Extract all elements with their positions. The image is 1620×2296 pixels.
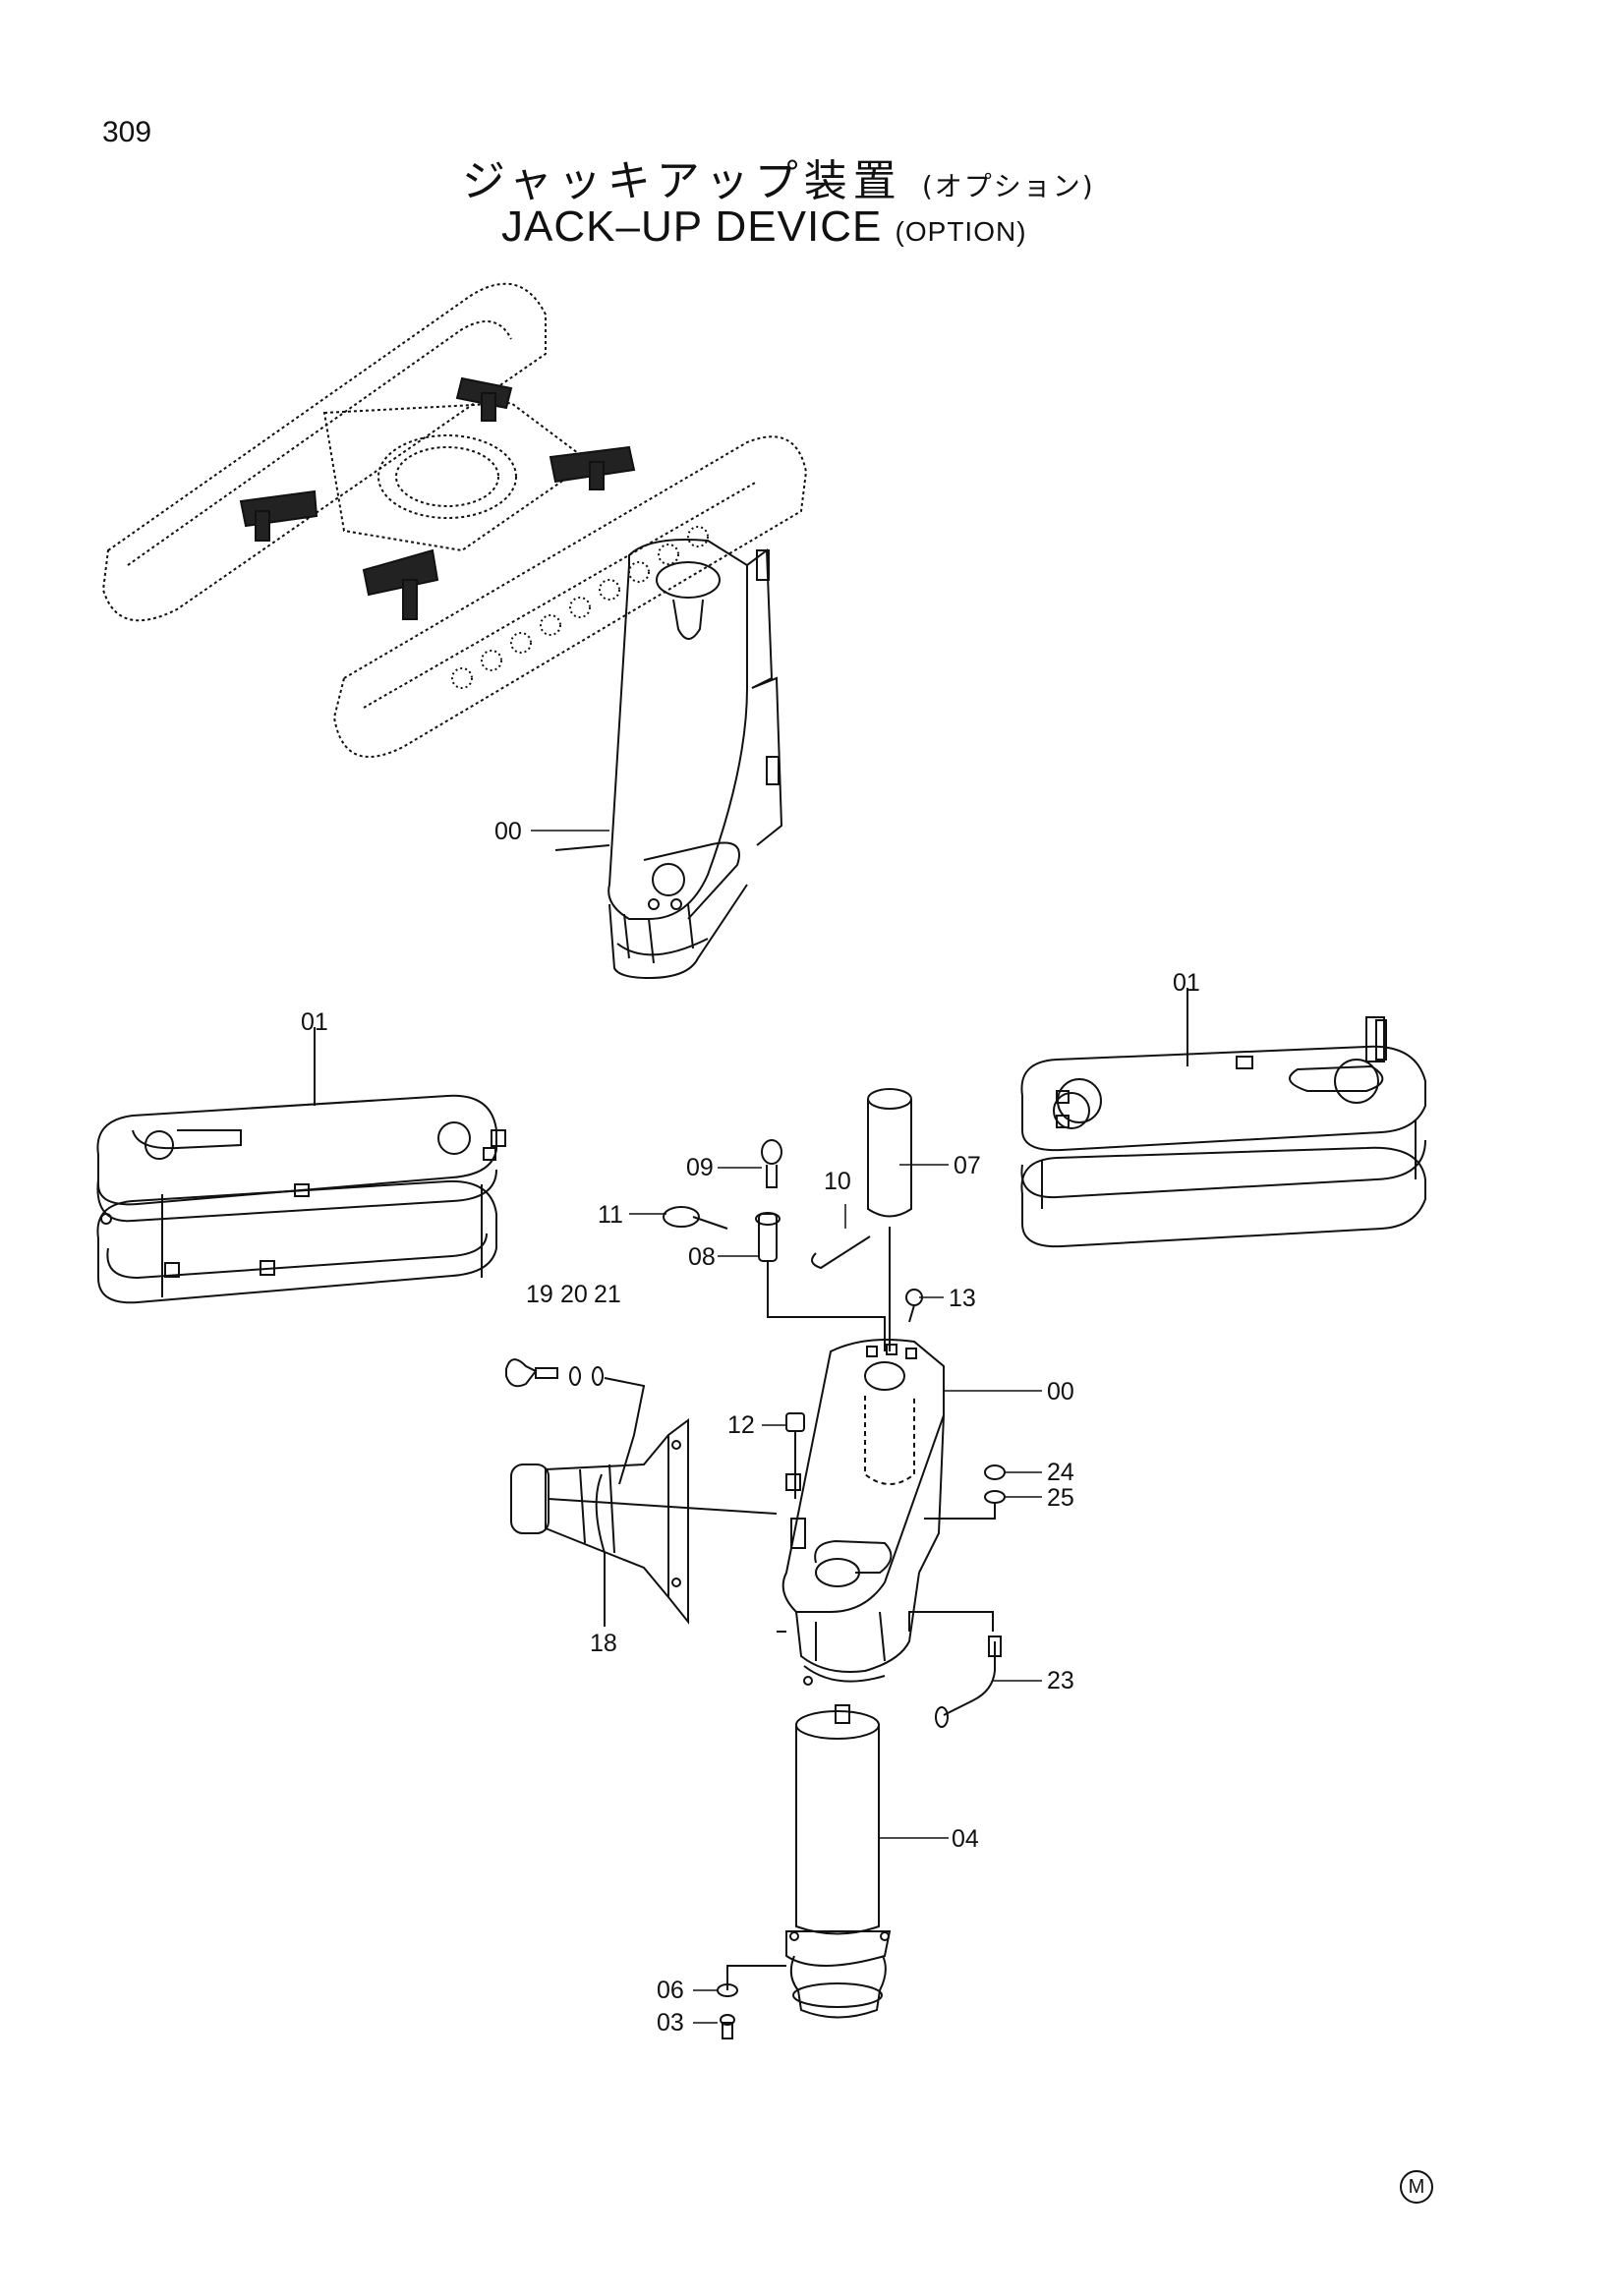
page-number: 309 <box>102 116 152 148</box>
callout-01-left: 01 <box>301 1008 328 1036</box>
part-00-frame-middle <box>777 1338 945 1686</box>
undercarriage-overview <box>101 282 808 758</box>
title-japanese: ジャッキアップ装置 (オプション) <box>462 145 1095 208</box>
title-japanese-note: (オプション) <box>921 170 1095 202</box>
callout-18: 18 <box>590 1630 617 1657</box>
maker-mark: M <box>1400 2170 1433 2204</box>
callout-00-mid: 00 <box>1047 1378 1074 1406</box>
callout-20: 20 <box>560 1281 588 1308</box>
callout-11: 11 <box>598 1201 623 1229</box>
callout-01-right: 01 <box>1173 969 1200 997</box>
callout-07: 07 <box>954 1152 981 1179</box>
part-01-left-bracket <box>96 1027 506 1304</box>
callout-leaders <box>531 830 1042 2024</box>
callout-08: 08 <box>688 1243 716 1271</box>
small-parts-pins <box>505 1088 1006 1728</box>
callout-03: 03 <box>657 2009 684 2037</box>
callout-21: 21 <box>594 1281 621 1308</box>
callout-25: 25 <box>1047 1484 1074 1512</box>
title-english: JACK–UP DEVICE (OPTION) <box>501 202 1027 252</box>
callout-13: 13 <box>949 1285 976 1312</box>
part-04-jack-cylinder <box>785 1704 892 2019</box>
title-japanese-main: ジャッキアップ装置 <box>462 156 902 206</box>
callout-24: 24 <box>1047 1459 1074 1486</box>
part-01-right-bracket <box>1020 988 1426 1248</box>
callout-23: 23 <box>1047 1667 1074 1694</box>
callout-04: 04 <box>952 1825 979 1853</box>
title-english-main: JACK–UP DEVICE <box>501 202 883 251</box>
callout-19: 19 <box>526 1281 553 1308</box>
part-06-03-fasteners <box>717 1965 786 2039</box>
part-00-frame-top <box>554 539 783 980</box>
part-18-cone-stand <box>510 1418 778 1627</box>
callout-00-top: 00 <box>494 818 522 845</box>
callout-12: 12 <box>727 1411 755 1439</box>
title-english-note: (OPTION) <box>895 216 1027 247</box>
callout-09: 09 <box>686 1154 714 1181</box>
callout-06: 06 <box>657 1977 684 2004</box>
callout-labels: 00 01 01 09 10 11 08 07 13 19 20 21 12 0… <box>301 818 1200 2037</box>
callout-10: 10 <box>824 1168 851 1195</box>
